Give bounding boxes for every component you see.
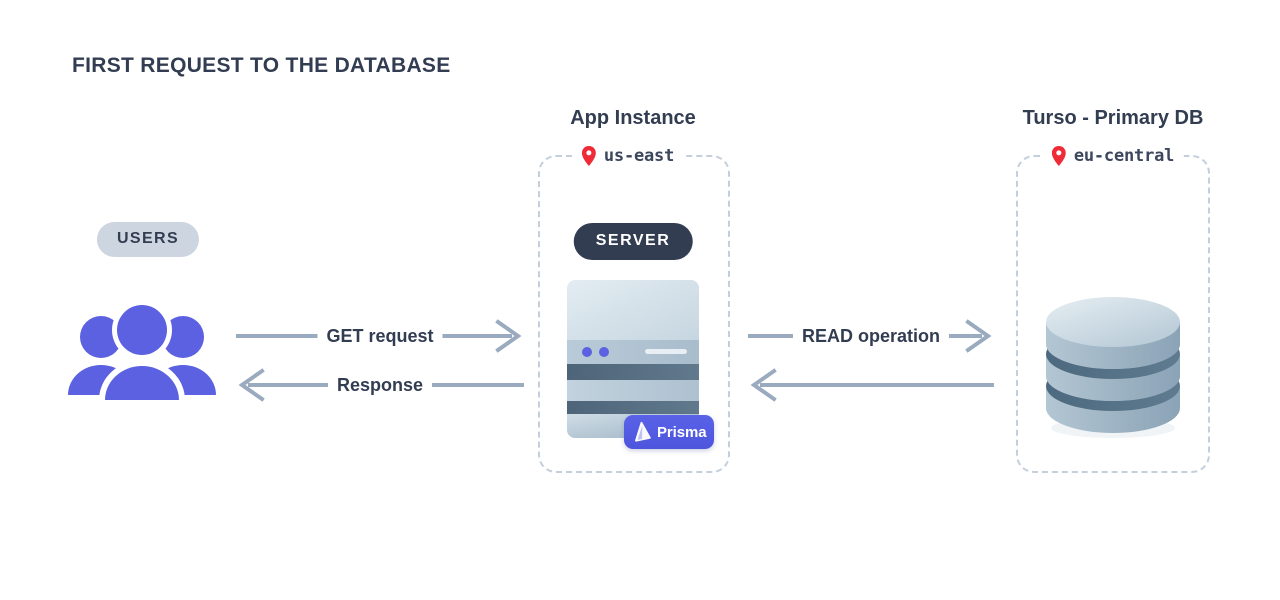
app-instance-heading: App Instance <box>570 107 696 129</box>
users-group-icon <box>67 295 217 400</box>
arrow-read-return <box>748 365 994 405</box>
database-cylinder-icon <box>1039 278 1187 440</box>
arrow-label-read-operation: READ operation <box>792 327 950 345</box>
turso-region-name: eu-central <box>1073 146 1175 166</box>
turso-heading: Turso - Primary DB <box>1022 107 1204 129</box>
arrow-label-get-request: GET request <box>317 327 443 345</box>
prisma-badge: Prisma <box>624 415 714 449</box>
turso-region-label: eu-central <box>1041 143 1185 169</box>
prisma-triangle-logo-icon <box>635 421 651 442</box>
app-instance-region-name: us-east <box>603 146 675 166</box>
location-pin-icon <box>581 146 596 166</box>
arrow-response: Response <box>236 365 524 405</box>
app-instance-region-label: us-east <box>571 143 685 169</box>
page-title: FIRST REQUEST TO THE DATABASE <box>72 54 451 77</box>
arrow-get-request: GET request <box>236 316 524 356</box>
server-pill-label: SERVER <box>573 223 693 260</box>
location-pin-icon <box>1051 146 1066 166</box>
users-badge: USERS <box>96 222 200 257</box>
arrow-label-response: Response <box>327 376 433 394</box>
arrow-read-operation: READ operation <box>748 316 994 356</box>
prisma-label: Prisma <box>657 423 707 441</box>
